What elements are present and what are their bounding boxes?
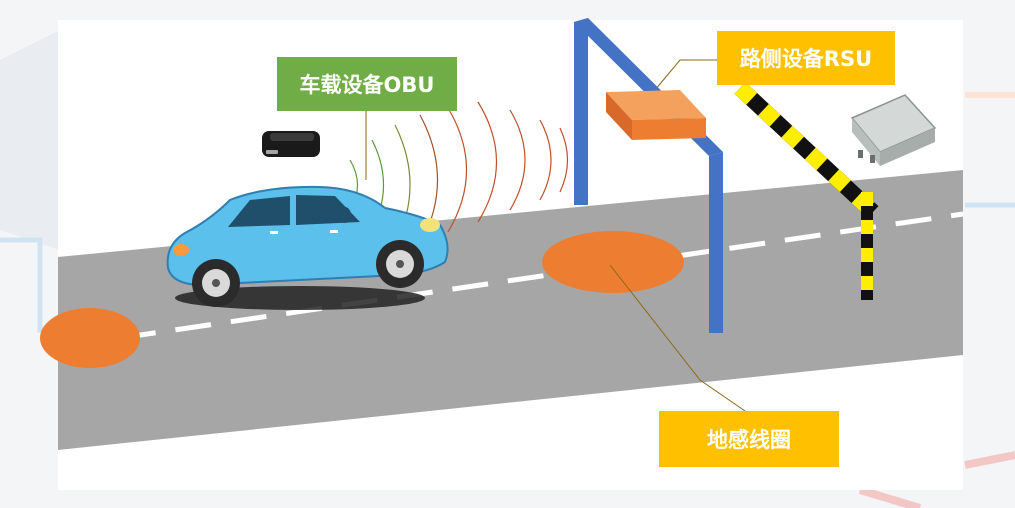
barrier-gate-icon xyxy=(734,82,879,300)
rsu-antenna-icon xyxy=(850,94,937,166)
leader-lines xyxy=(365,59,746,412)
loop-pad-left xyxy=(40,308,140,368)
car-icon xyxy=(166,185,449,310)
car-front-wheel xyxy=(376,240,424,288)
loop-pad-center xyxy=(542,231,684,293)
obu-device-icon xyxy=(262,131,320,157)
rsu-label: 路侧设备RSU xyxy=(717,31,895,85)
car-rear-wheel xyxy=(192,259,240,307)
rsu-box xyxy=(606,90,706,140)
lane-divider xyxy=(119,211,964,341)
obu-label: 车载设备OBU xyxy=(277,57,457,111)
loop-label: 地感线圈 xyxy=(659,411,839,467)
